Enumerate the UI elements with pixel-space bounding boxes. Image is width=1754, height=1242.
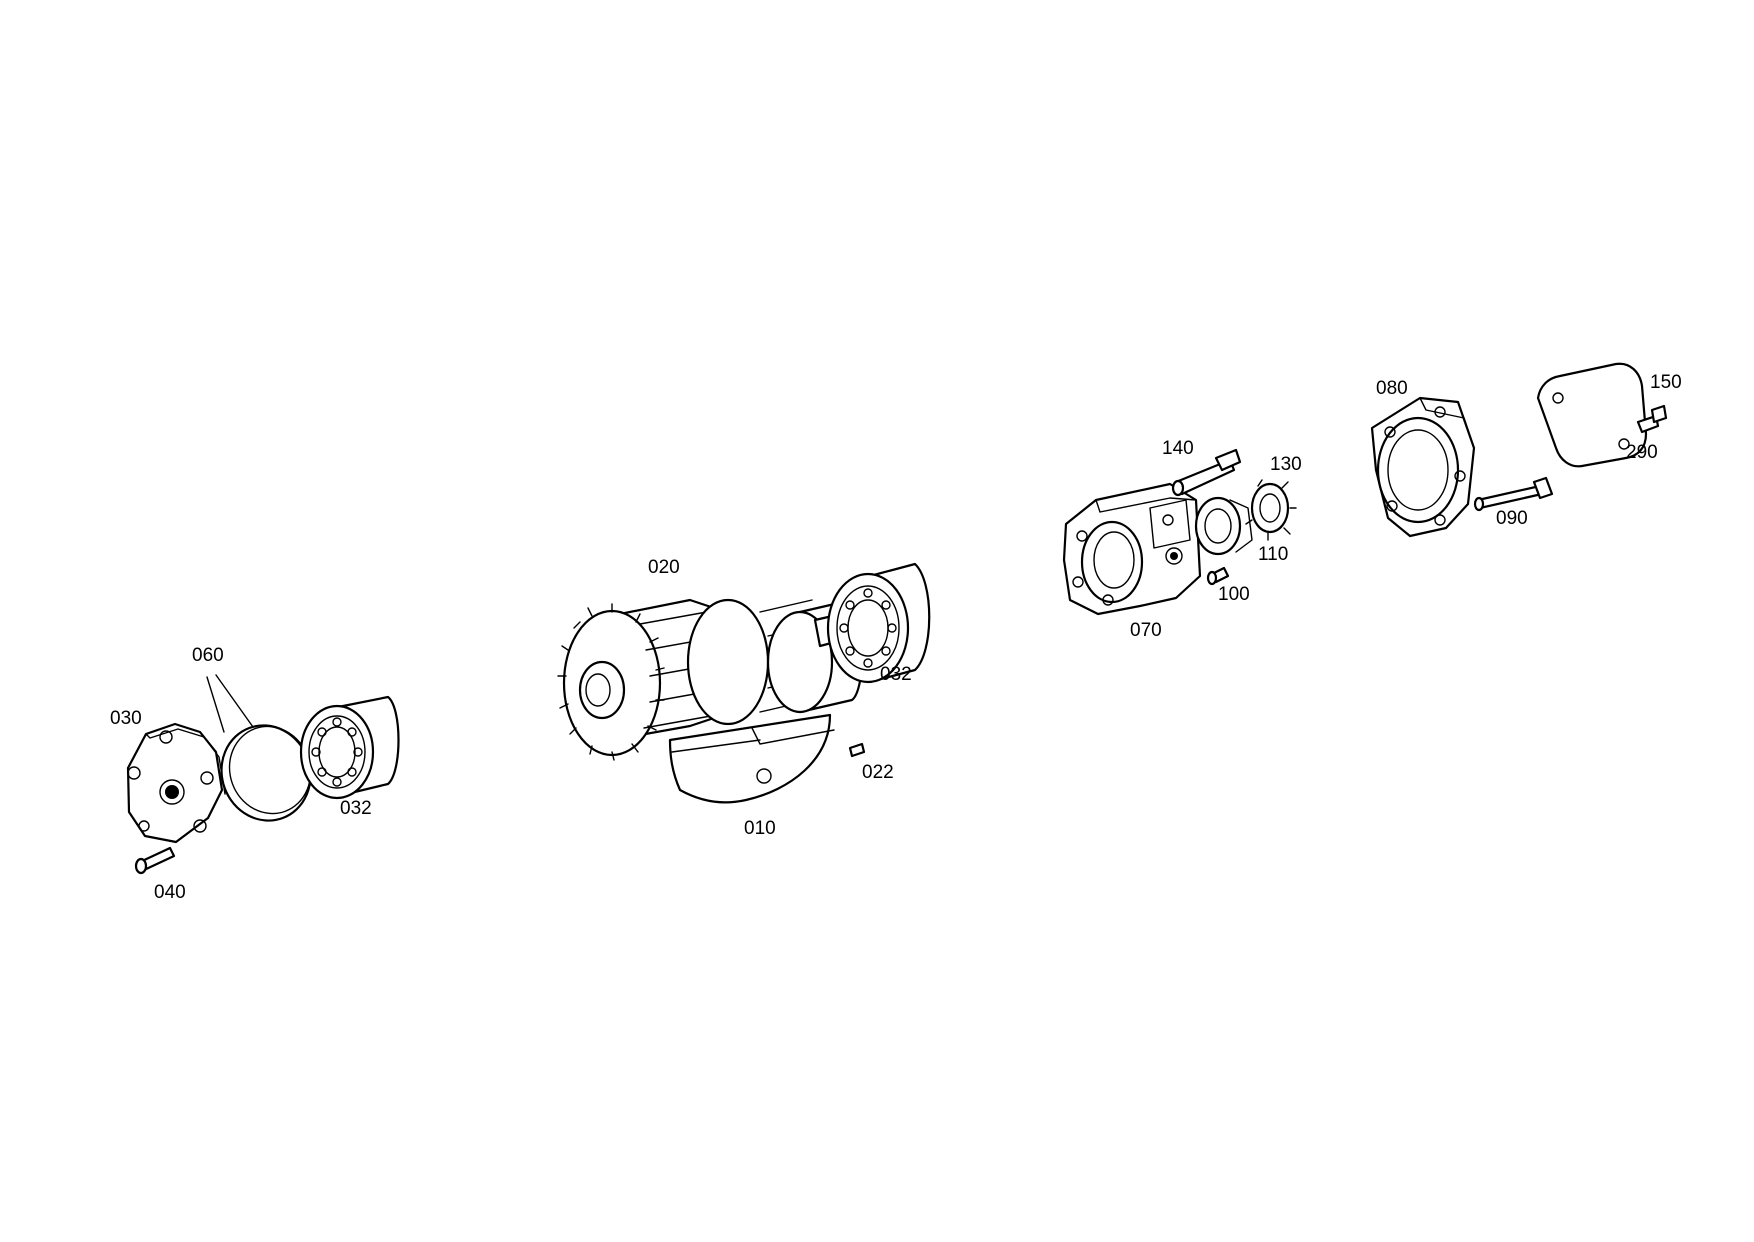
part-020-gear-shaft	[557, 598, 864, 761]
callout-030: 030	[110, 708, 142, 729]
part-032-bearing-left	[299, 695, 400, 800]
callout-090: 090	[1496, 508, 1528, 529]
part-030-cover-plate	[126, 722, 226, 844]
callout-130: 130	[1270, 454, 1302, 475]
callout-100: 100	[1218, 584, 1250, 605]
callout-032-left: 032	[340, 798, 372, 819]
part-010-half-shell	[668, 713, 835, 804]
callout-032-mid: 032	[880, 664, 912, 685]
callout-022: 022	[862, 762, 894, 783]
part-110-nut	[1194, 496, 1253, 556]
part-070-housing	[1062, 482, 1202, 616]
callout-020: 020	[648, 557, 680, 578]
part-290-cover-plate	[1536, 362, 1648, 468]
callout-040: 040	[154, 882, 186, 903]
callout-070: 070	[1130, 620, 1162, 641]
part-080-flange-housing	[1370, 396, 1476, 538]
part-090-bolt	[1473, 476, 1554, 512]
callout-080: 080	[1376, 378, 1408, 399]
part-100-screw	[1206, 566, 1230, 586]
callout-290: 290	[1626, 442, 1658, 463]
callout-150: 150	[1650, 372, 1682, 393]
callout-060: 060	[192, 645, 224, 666]
part-130-lock-washer	[1245, 479, 1297, 541]
part-140-shaft	[1171, 448, 1242, 497]
part-032-bearing-mid	[826, 562, 931, 684]
callout-110: 110	[1258, 544, 1288, 565]
part-150-screw	[1636, 404, 1668, 434]
part-022-pin	[848, 742, 866, 758]
callout-140: 140	[1162, 438, 1194, 459]
callout-010: 010	[744, 818, 776, 839]
part-040-bolt	[134, 846, 176, 875]
